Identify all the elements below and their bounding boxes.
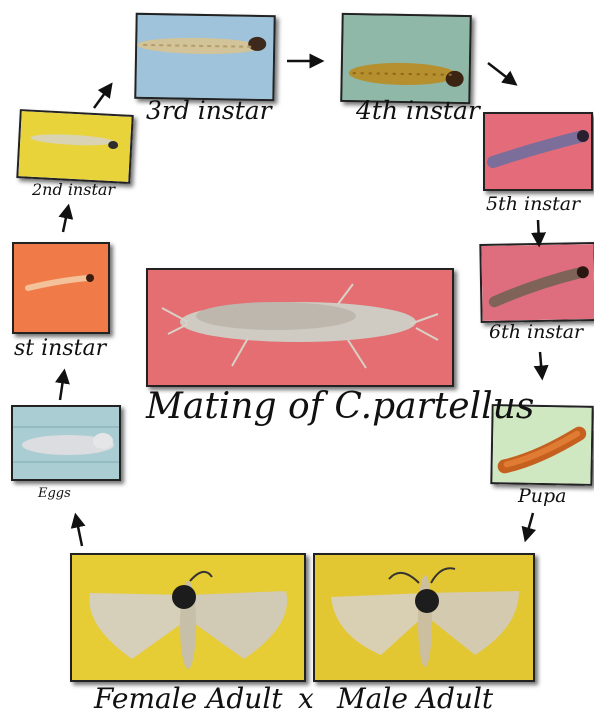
second-instar-label: 2nd instar <box>32 180 115 199</box>
arrow-icon <box>63 208 68 232</box>
eggs-label: Eggs <box>38 486 71 501</box>
cross-symbol: x <box>298 682 314 715</box>
mating-caption: Mating of C.partellus <box>146 386 534 427</box>
pupa-label: Pupa <box>518 485 567 507</box>
arrow-icon <box>538 220 539 243</box>
first-instar-label: st instar <box>14 336 106 361</box>
fifth-instar-label: 5th instar <box>486 193 580 215</box>
fourth-instar-label: 4th instar <box>356 96 480 125</box>
arrow-icon <box>526 513 533 538</box>
arrow-icon <box>488 63 514 83</box>
arrow-icon <box>76 517 82 546</box>
arrow-icon <box>540 352 542 376</box>
sixth-instar-label: 6th instar <box>489 321 583 343</box>
third-instar-label: 3rd instar <box>146 96 272 125</box>
male-adult-label: Male Adult <box>337 682 493 715</box>
arrow-icon <box>60 373 64 400</box>
female-adult-label: Female Adult <box>94 682 283 715</box>
arrow-icon <box>94 86 110 108</box>
